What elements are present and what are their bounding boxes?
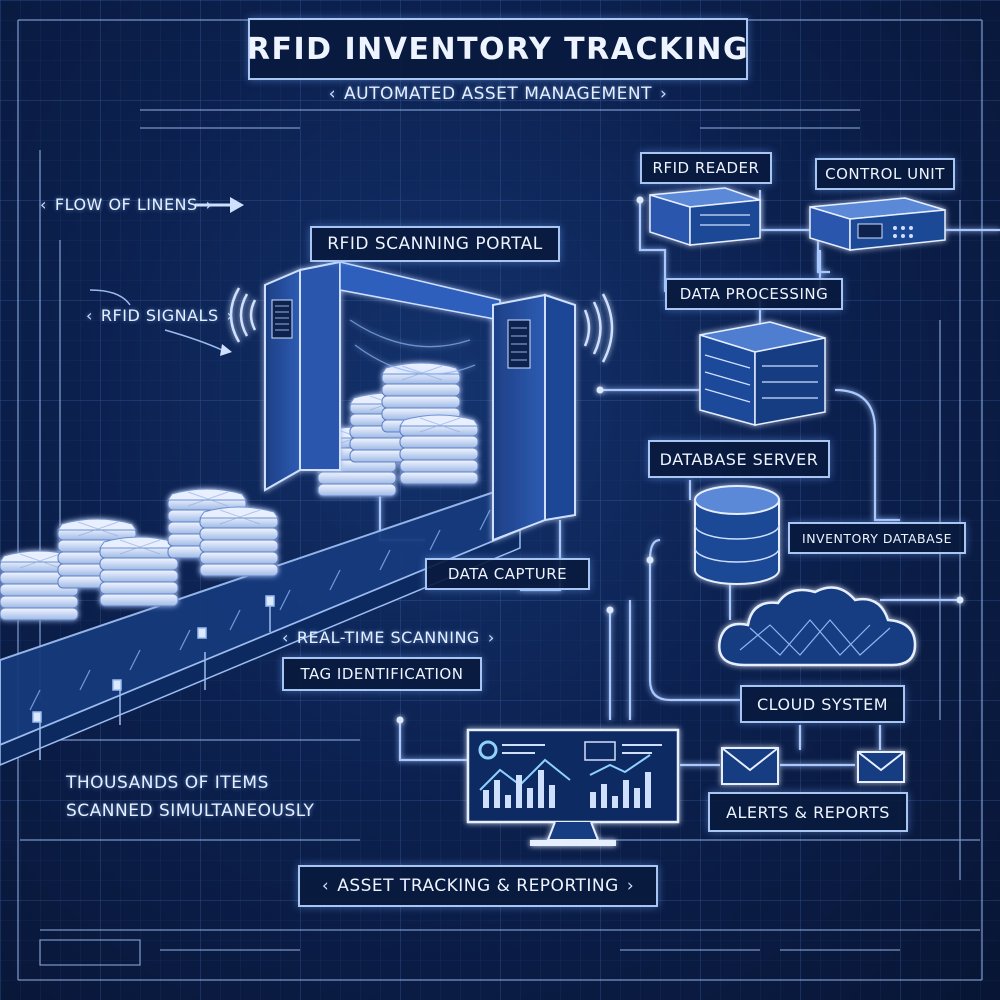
server-rack-icon bbox=[699, 321, 826, 426]
envelope-icon bbox=[721, 747, 905, 785]
label-rfid-signals: RFID SIGNALS bbox=[86, 306, 234, 325]
page-subtitle: AUTOMATED ASSET MANAGEMENT bbox=[318, 84, 678, 104]
database-icon bbox=[694, 485, 780, 585]
rfid-reader-icon bbox=[649, 187, 761, 247]
label-rfid-scanning-portal: RFID SCANNING PORTAL bbox=[310, 226, 560, 262]
label-inventory-database: INVENTORY DATABASE bbox=[788, 522, 966, 554]
label-control-unit: CONTROL UNIT bbox=[815, 158, 955, 190]
label-data-processing: DATA PROCESSING bbox=[665, 278, 843, 310]
label-data-capture: DATA CAPTURE bbox=[425, 558, 590, 590]
label-alerts-reports: ALERTS & REPORTS bbox=[708, 792, 908, 832]
label-cloud-system: CLOUD SYSTEM bbox=[740, 685, 905, 723]
label-database-server: DATABASE SERVER bbox=[648, 440, 830, 478]
control-unit-icon bbox=[809, 197, 946, 252]
label-real-time-scanning: REAL-TIME SCANNING bbox=[282, 628, 495, 647]
cloud-icon bbox=[718, 586, 917, 667]
rfid-wave-icon bbox=[229, 287, 614, 363]
label-thousands-line2: SCANNED SIMULTANEOUSLY bbox=[66, 801, 315, 821]
scanning-portal bbox=[264, 260, 576, 542]
label-flow-of-linens: FLOW OF LINENS bbox=[40, 195, 213, 214]
conveyor-belt bbox=[0, 488, 522, 766]
label-asset-tracking: ASSET TRACKING & REPORTING bbox=[298, 865, 658, 907]
page-title: RFID INVENTORY TRACKING bbox=[247, 18, 748, 80]
label-rfid-reader: RFID READER bbox=[640, 152, 772, 184]
label-thousands-line1: THOUSANDS OF ITEMS bbox=[66, 773, 269, 793]
label-tag-identification: TAG IDENTIFICATION bbox=[282, 657, 482, 691]
dashboard-monitor-icon bbox=[466, 728, 680, 846]
